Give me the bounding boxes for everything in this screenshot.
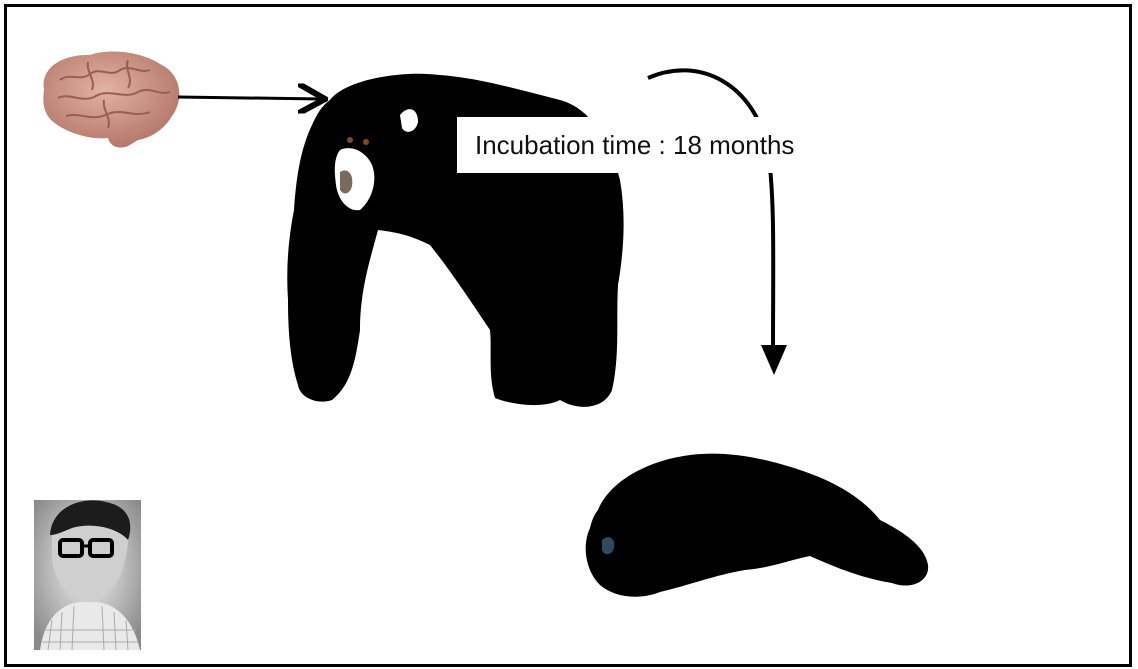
injection-arrow xyxy=(178,97,322,99)
man-with-glasses-portrait-icon xyxy=(34,500,141,650)
lying-chimpanzee-icon xyxy=(586,454,928,597)
incubation-time-label: Incubation time : 18 months xyxy=(457,117,877,173)
incubation-arrow xyxy=(648,70,773,350)
brain-icon xyxy=(43,52,179,148)
incubation-arrowhead xyxy=(761,345,787,375)
